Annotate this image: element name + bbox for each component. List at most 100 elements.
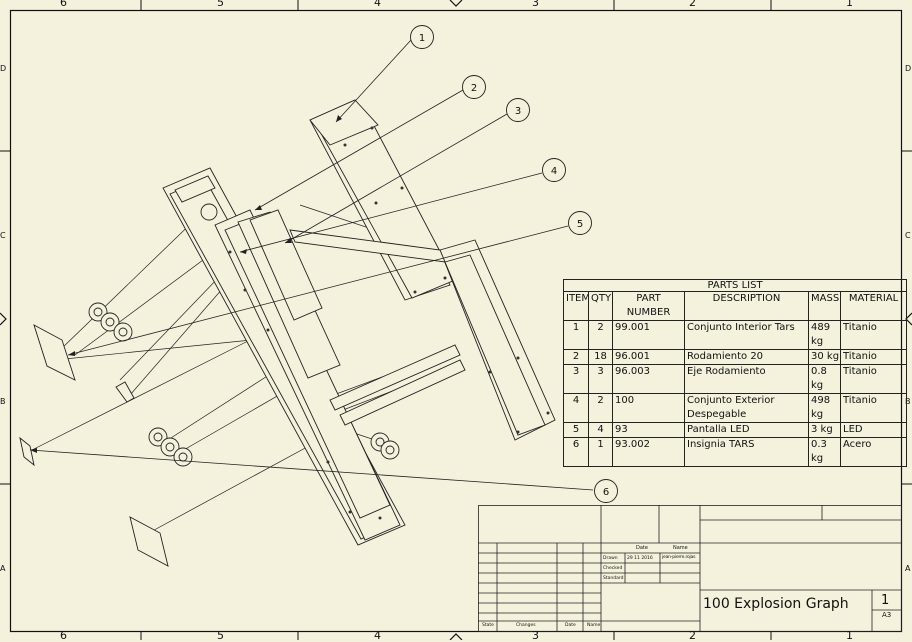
name-header: Name — [673, 545, 688, 551]
zone-row-a-right: A — [905, 564, 911, 573]
zone-col-5-top: 5 — [217, 0, 224, 9]
cell-material: Titanio — [839, 364, 908, 394]
zone-row-c-left: C — [0, 231, 6, 240]
cell-description: Conjunto Interior Tars — [684, 320, 809, 350]
cell-part-number: 100 — [612, 393, 685, 423]
state-col-header: State — [482, 623, 494, 628]
checked-label: Checked — [603, 566, 623, 571]
cell-mass: 3 kg — [808, 422, 841, 438]
zone-row-d-left: D — [0, 64, 7, 73]
col-header-part-number: PART NUMBER — [612, 291, 685, 321]
zone-col-3-bottom: 3 — [532, 629, 539, 642]
cell-mass: 489 kg — [808, 320, 841, 350]
cell-qty: 4 — [588, 422, 613, 438]
cell-item: 2 — [563, 349, 589, 365]
zone-col-6-bottom: 6 — [60, 629, 67, 642]
cell-material: Acero — [839, 437, 908, 467]
title-block-grid — [478, 505, 902, 632]
parts-list-table: PARTS LIST ITEM QTY PART NUMBER DESCRIPT… — [562, 279, 908, 467]
balloon-6: 6 — [603, 487, 609, 498]
cell-qty: 2 — [588, 393, 613, 423]
cell-part-number: 96.001 — [612, 349, 685, 365]
zone-col-2-top: 2 — [689, 0, 696, 9]
table-row: 2 18 96.001 Rodamiento 20 30 kg Titanio — [563, 349, 908, 365]
changes-col-header: Changes — [516, 623, 536, 628]
drawn-date: 29 11 2016 — [627, 556, 653, 561]
cell-part-number: 93.002 — [612, 437, 685, 467]
leader-arrowheads — [30, 115, 342, 453]
zone-row-b-right: B — [905, 397, 911, 406]
title-block: Date Name Drawn 29 11 2016 jean-pierre.r… — [478, 505, 908, 634]
cell-qty: 18 — [588, 349, 613, 365]
cell-qty: 1 — [588, 437, 613, 467]
col-header-item: ITEM — [563, 291, 589, 321]
exploded-assembly — [19, 99, 556, 567]
cell-qty: 3 — [588, 364, 613, 394]
zone-col-4-top: 4 — [374, 0, 381, 9]
table-row: 6 1 93.002 Insignia TARS 0.3 kg Acero — [563, 437, 908, 467]
col-header-qty: QTY — [588, 291, 613, 321]
date-header: Date — [636, 545, 648, 551]
cell-part-number: 96.003 — [612, 364, 685, 394]
col-header-description: DESCRIPTION — [684, 291, 809, 321]
col-header-mass: MASS — [808, 291, 841, 321]
drawn-name: jean-pierre.rojas — [662, 555, 696, 560]
zone-row-b-left: B — [0, 397, 6, 406]
cell-mass: 30 kg — [808, 349, 841, 365]
balloon-1: 1 — [419, 33, 425, 44]
cell-qty: 2 — [588, 320, 613, 350]
cell-item: 4 — [563, 393, 589, 423]
zone-col-4-bottom: 4 — [374, 629, 381, 642]
cell-part-number: 93 — [612, 422, 685, 438]
cell-description: Eje Rodamiento — [684, 364, 809, 394]
parts-list-title: PARTS LIST — [562, 279, 908, 292]
balloon-4: 4 — [551, 166, 557, 177]
sheet-size: A3 — [882, 611, 892, 619]
date-col-header: Date — [565, 623, 576, 628]
cell-mass: 498 kg — [808, 393, 841, 423]
zone-col-6-top: 6 — [60, 0, 67, 9]
bearing-groups — [88, 302, 400, 467]
balloon-3: 3 — [515, 106, 521, 117]
cell-item: 3 — [563, 364, 589, 394]
cell-mass: 0.8 kg — [808, 364, 841, 394]
cell-material: Titanio — [839, 393, 908, 423]
cell-material: Titanio — [839, 320, 908, 350]
balloon-leaders — [29, 39, 594, 491]
zone-col-1-bottom: 1 — [846, 629, 853, 642]
zone-col-5-bottom: 5 — [217, 629, 224, 642]
balloon-labels: 1 2 3 4 5 6 — [419, 33, 609, 498]
name-col-header: Name — [587, 623, 601, 628]
zone-row-c-right: C — [905, 231, 911, 240]
balloon-2: 2 — [471, 83, 477, 94]
col-header-material: MATERIAL — [839, 291, 908, 321]
cell-material: Titanio — [839, 349, 908, 365]
cell-description: Pantalla LED — [684, 422, 809, 438]
zone-col-1-top: 1 — [846, 0, 853, 9]
cell-description: Insignia TARS — [684, 437, 809, 467]
table-row: 1 2 99.001 Conjunto Interior Tars 489 kg… — [563, 320, 908, 350]
cell-item: 1 — [563, 320, 589, 350]
drawn-label: Drawn — [603, 556, 618, 561]
drawing-title: 100 Explosion Graph — [703, 596, 849, 612]
cell-material: LED — [839, 422, 908, 438]
zone-row-d-right: D — [905, 64, 912, 73]
sheet-number: 1 — [881, 593, 890, 608]
cell-item: 6 — [563, 437, 589, 467]
cell-description: Rodamiento 20 — [684, 349, 809, 365]
zone-row-a-left: A — [0, 564, 6, 573]
balloon-circles — [410, 25, 618, 503]
table-row: 5 4 93 Pantalla LED 3 kg LED — [563, 422, 908, 438]
zone-col-3-top: 3 — [532, 0, 539, 9]
cell-item: 5 — [563, 422, 589, 438]
table-row: 3 3 96.003 Eje Rodamiento 0.8 kg Titanio — [563, 364, 908, 394]
cell-description: Conjunto Exterior Despegable — [684, 393, 809, 423]
table-row: 4 2 100 Conjunto Exterior Despegable 498… — [563, 393, 908, 423]
cell-part-number: 99.001 — [612, 320, 685, 350]
zone-col-2-bottom: 2 — [689, 629, 696, 642]
cell-mass: 0.3 kg — [808, 437, 841, 467]
balloon-5: 5 — [577, 219, 583, 230]
standard-label: Standard — [603, 576, 624, 581]
